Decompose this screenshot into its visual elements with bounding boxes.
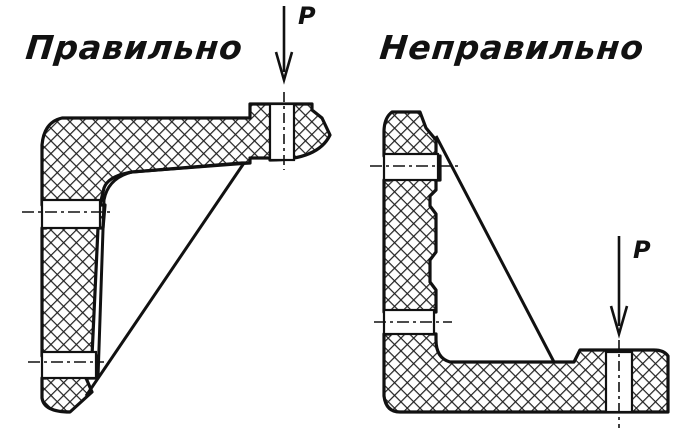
correct-force-arrowhead — [274, 51, 294, 85]
correct-bracket — [22, 6, 332, 414]
correct-force-label: P — [298, 2, 316, 30]
incorrect-diagonal-rib — [434, 135, 556, 363]
correct-upper-hole — [40, 198, 102, 230]
correct-inner-edge — [96, 161, 251, 379]
correct-lower-hole — [40, 350, 98, 380]
incorrect-force-label: P — [633, 236, 651, 264]
correct-top-hole — [268, 102, 296, 162]
incorrect-label: Неправильно — [377, 28, 647, 67]
correct-diagonal-rib — [84, 162, 246, 397]
incorrect-upper-hole — [382, 152, 440, 182]
incorrect-force-arrowhead — [609, 305, 629, 339]
correct-label: Правильно — [23, 28, 246, 67]
incorrect-bracket — [370, 110, 670, 428]
